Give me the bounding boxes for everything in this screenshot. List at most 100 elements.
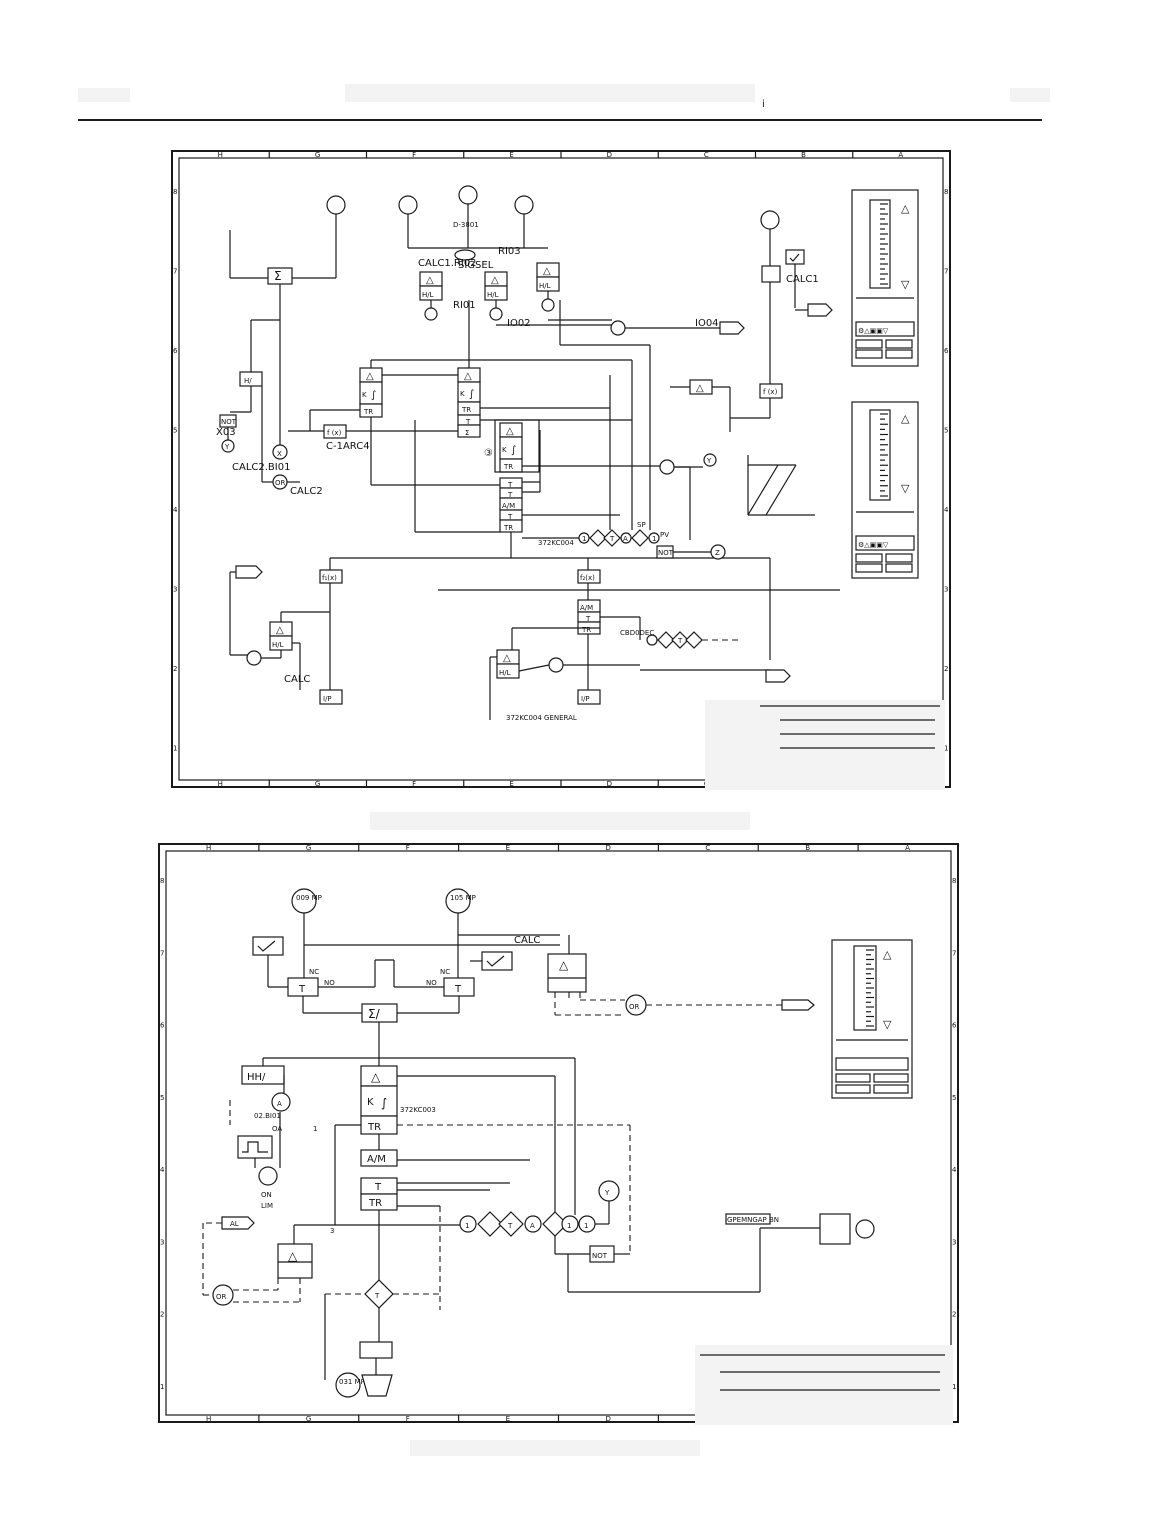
am-tr-label: TR — [368, 1198, 382, 1209]
h-limit-label: H/ — [244, 377, 252, 385]
t-switch-right-label: T — [454, 984, 462, 995]
f1x-block — [319, 569, 343, 584]
delta-box-left-label: △ — [288, 1249, 298, 1263]
num3-tag: 3 — [330, 1227, 334, 1235]
calc1-right-tag: CALC1 — [786, 274, 819, 285]
legend-block-bottom — [695, 1345, 953, 1425]
designation-bottom: 372KC003 — [400, 1106, 436, 1114]
bottom-col-label-bottom: G — [306, 1415, 311, 1423]
x-circle-label: X — [277, 450, 282, 458]
bottom-col-label-top: F — [406, 844, 410, 852]
pid2-tr-label: TR — [461, 406, 471, 414]
top-col-label-bottom: F — [412, 780, 416, 788]
chain2-t: T — [677, 637, 683, 645]
pid-controller-2: △ K ∫ TR T Σ — [457, 367, 481, 438]
designation-3: CBD0DEC — [620, 629, 654, 637]
bottom-row-label-right: 5 — [952, 1094, 956, 1102]
or-circle-io04 — [610, 320, 626, 336]
not-left-label: NOT — [221, 418, 237, 426]
t-switch-left-label: T — [298, 984, 306, 995]
bi01-tag: 02.BI01 — [254, 1112, 281, 1120]
chain-one-2: 1 — [652, 535, 656, 543]
bottom-col-label-top: A — [905, 844, 910, 852]
caption-bottom-placeholder — [410, 1440, 700, 1456]
not-bottom-label: NOT — [592, 1252, 608, 1260]
delta-box-left — [277, 1243, 313, 1279]
caption-top-placeholder — [370, 812, 750, 830]
pulse-block — [237, 1135, 273, 1159]
fp1-down-arrow: ▽ — [901, 278, 910, 291]
delta-block-right-label: △ — [559, 958, 569, 972]
sp-tag: SP — [637, 521, 646, 529]
pid1-integral-label: ∫ — [371, 390, 376, 401]
pidb-delta-label: △ — [371, 1070, 381, 1084]
bottom-row-label-right: 7 — [952, 949, 956, 957]
pid3-group-frame — [494, 419, 540, 473]
connector-lower-right — [765, 669, 791, 683]
or-left-label: OR — [275, 479, 286, 487]
am-lower-label: A/M — [580, 604, 593, 612]
alarm-a-circle — [271, 1092, 291, 1112]
pid1-k-label: K — [362, 391, 367, 399]
bottom-row-label-left: 2 — [160, 1311, 164, 1319]
top-row-label-left: 5 — [173, 426, 177, 434]
pidb-tr-label: TR — [367, 1122, 381, 1133]
hl-group-3: △ H/L — [536, 262, 560, 312]
io04-tag: IO04 — [695, 318, 719, 329]
check-block-right — [785, 249, 805, 265]
pidb-integral-label: ∫ — [381, 1096, 387, 1110]
top-row-label-left: 6 — [173, 347, 178, 355]
sum-block-label: Σ — [274, 269, 282, 283]
ri03-tag: RI03 — [498, 246, 521, 257]
fp3-down-arrow: ▽ — [883, 1018, 892, 1031]
top-row-label-left: 4 — [173, 506, 178, 514]
legend-block-top — [705, 700, 945, 790]
hh-limit-label: HH/ — [247, 1072, 266, 1083]
y-left-label: Y — [224, 443, 230, 451]
mp-bottom-tag: 031 MP — [339, 1378, 365, 1386]
bottom-col-label-bottom: D — [605, 1415, 610, 1423]
bottom-col-label-bottom: F — [406, 1415, 410, 1423]
chain-t: T — [609, 535, 615, 543]
pid3-am-label: A/M — [502, 502, 515, 510]
top-row-label-right: 4 — [944, 506, 949, 514]
mp-transmitter-bottom — [335, 1372, 361, 1398]
faceplate-panel-1: △ ▽ ⚙△▣▣▽ — [851, 189, 919, 367]
transmitter-1 — [398, 195, 418, 215]
or-bottom-left-label: OR — [216, 1293, 227, 1301]
top-col-label-bottom: G — [315, 780, 320, 788]
top-diagram-frame — [171, 150, 951, 788]
top-row-label-right: 3 — [944, 585, 948, 593]
out-tag: GPEMNGAP BN — [727, 1216, 779, 1224]
x03-tag: X03 — [216, 427, 236, 438]
chain-a: A — [623, 535, 628, 543]
hl-group-1: △ H/L — [419, 271, 443, 321]
top-col-label-top: E — [509, 151, 513, 159]
fp2-up-arrow: △ — [901, 412, 910, 425]
signal-chain-bottom: 1 T A 1 1 — [459, 1211, 596, 1237]
bottom-row-label-left: 3 — [160, 1238, 164, 1246]
am-bottom-label: A/M — [367, 1154, 386, 1165]
chain-one-1: 1 — [582, 535, 586, 543]
pid3-t3-label: T — [507, 513, 513, 521]
fp1-icons: ⚙△▣▣▽ — [858, 327, 889, 335]
connector-bottom-right — [781, 999, 815, 1011]
pid2-k-label: K — [460, 390, 465, 398]
nc1-tag: NC — [309, 968, 319, 976]
calc-tag-bottom: CALC — [514, 935, 540, 946]
al-tag: AL — [230, 1220, 239, 1228]
circled-3: ③ — [484, 448, 493, 459]
page-header: i — [78, 84, 1050, 121]
ip-left-label: I/P — [323, 695, 332, 703]
no2-tag: NO — [426, 979, 437, 987]
bottom-col-label-top: D — [605, 844, 610, 852]
hl-group-2: △ H/L — [484, 271, 508, 321]
fp3-up-arrow: △ — [883, 948, 892, 961]
delta-lower-left-label: △ — [276, 625, 284, 636]
f1x-label: f₁(x) — [322, 574, 337, 582]
pidb-k-label: K — [367, 1097, 374, 1108]
top-row-label-right: 7 — [944, 267, 948, 275]
pid2-t-label: T — [465, 418, 471, 426]
fp2-icons: ⚙△▣▣▽ — [858, 541, 889, 549]
bottom-col-label-bottom: H — [206, 1415, 211, 1423]
